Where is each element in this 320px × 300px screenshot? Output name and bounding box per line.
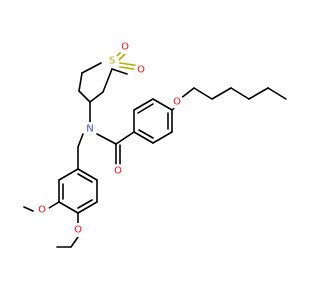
molecule-structure: N S O O O O O O — [23, 40, 287, 248]
bond — [77, 201, 98, 214]
bond — [78, 72, 83, 92]
atom-s1: S — [109, 56, 115, 67]
bond — [70, 236, 79, 248]
bond — [152, 131, 173, 144]
bond — [77, 168, 98, 181]
bond — [48, 201, 60, 209]
bond — [248, 87, 269, 100]
bond — [81, 62, 102, 74]
atom-o-methoxy2: O — [74, 225, 82, 236]
bond — [193, 87, 213, 100]
atom-n1: N — [86, 124, 93, 135]
bond — [102, 68, 113, 93]
bond — [115, 131, 135, 145]
atom-o-ether: O — [173, 97, 181, 108]
bond — [111, 68, 128, 75]
bond — [133, 98, 154, 111]
atom-o-carbonyl: O — [114, 166, 122, 177]
bond — [23, 206, 34, 212]
dimethoxybenzyl-group — [23, 146, 98, 248]
bond — [267, 87, 287, 100]
atom-o-s1: O — [121, 42, 129, 53]
benzamide-ring — [133, 98, 178, 144]
bond — [58, 201, 79, 214]
amide-core — [77, 101, 135, 166]
bond — [58, 168, 79, 181]
bond — [138, 129, 154, 139]
atom-o-s2: O — [137, 65, 145, 76]
bond — [152, 98, 173, 111]
bond — [77, 133, 84, 148]
bond — [89, 91, 104, 103]
bond — [133, 131, 154, 144]
bond — [77, 199, 93, 209]
hexyloxy-chain — [179, 87, 287, 100]
atom-o-methoxy1: O — [38, 205, 46, 216]
bond — [137, 103, 154, 114]
bond — [179, 87, 195, 100]
atom-labels: N S O O O O O O — [35, 40, 184, 237]
bond — [96, 133, 117, 145]
bond — [211, 87, 232, 100]
bond — [230, 87, 250, 100]
bond — [78, 90, 91, 103]
bond — [77, 173, 93, 183]
